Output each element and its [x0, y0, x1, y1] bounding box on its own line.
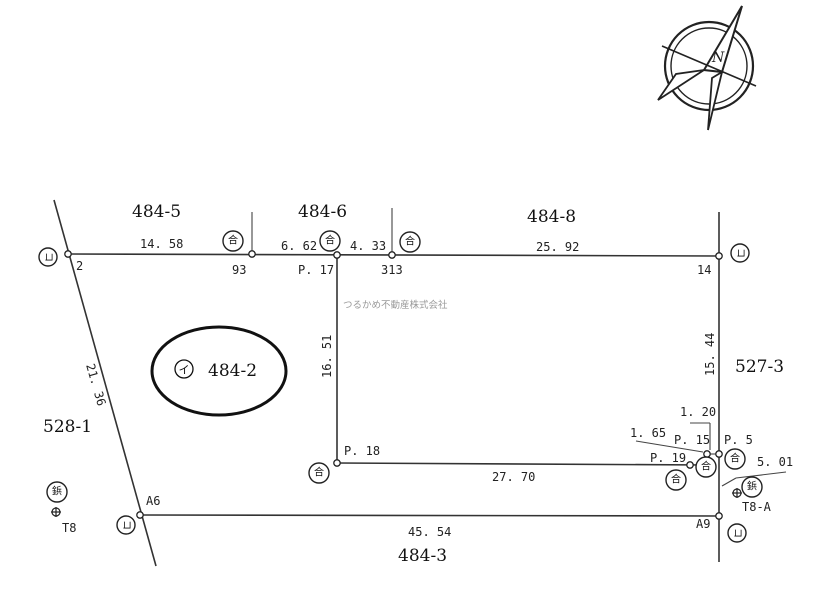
ko-marker-icon: コ	[38, 247, 58, 267]
parcel-527-3-label: 527-3	[735, 357, 784, 377]
svg-text:コ: コ	[43, 252, 54, 262]
survey-target-icon	[732, 488, 742, 498]
svg-text:コ: コ	[732, 528, 743, 538]
go-marker-icon: 合	[695, 456, 717, 478]
distance-6-62: 6. 62	[281, 239, 317, 253]
distance-45-54: 45. 54	[408, 525, 451, 539]
tetsu-marker-icon: 鋲	[741, 476, 763, 498]
north-arrow-icon: N	[657, 5, 757, 131]
svg-text:合: 合	[671, 473, 681, 486]
distance-15-44: 15. 44	[703, 333, 717, 376]
parcel-boundaries	[53, 199, 787, 567]
go-marker-icon: 合	[724, 448, 746, 470]
point-14-label: 14	[697, 263, 711, 277]
svg-text:合: 合	[405, 235, 415, 248]
go-marker-icon: 合	[665, 469, 687, 491]
parcel-484-8-label: 484-8	[527, 207, 576, 227]
svg-text:コ: コ	[735, 248, 746, 258]
go-marker-icon: 合	[399, 231, 421, 253]
svg-text:合: 合	[314, 466, 324, 479]
svg-text:鋲: 鋲	[52, 485, 62, 498]
left-boundary-line	[53, 199, 157, 567]
parcel-484-6-label: 484-6	[298, 202, 347, 222]
parcel-528-1-label: 528-1	[43, 417, 92, 437]
leader-501	[721, 477, 737, 487]
point-a6-label: A6	[146, 494, 160, 508]
point-p5-label: P. 5	[724, 433, 753, 447]
tetsu-marker-icon: 鋲	[46, 481, 68, 503]
svg-text:鋲: 鋲	[747, 480, 757, 493]
svg-text:合: 合	[325, 234, 335, 247]
subject-mark-icon: イ	[179, 364, 190, 377]
ko-marker-icon: コ	[727, 523, 747, 543]
point-p17-label: P. 17	[298, 263, 334, 277]
ko-marker-icon: コ	[116, 515, 136, 535]
distance-27-70: 27. 70	[492, 470, 535, 484]
ko-marker-icon: コ	[730, 243, 750, 263]
go-marker-icon: 合	[319, 230, 341, 252]
subject-parcel: イ 484-2	[150, 325, 288, 417]
watermark-text: つるかめ不動産株式会社	[343, 299, 448, 311]
go-marker-icon: 合	[308, 462, 330, 484]
inner-horizontal-line	[336, 462, 708, 466]
leader-165	[635, 440, 704, 453]
point-a9-label: A9	[696, 517, 710, 531]
svg-text:コ: コ	[121, 520, 132, 530]
svg-text:合: 合	[701, 460, 711, 473]
subject-parcel-label: 484-2	[208, 361, 257, 381]
distance-25-92: 25. 92	[536, 240, 579, 254]
parcel-484-5-label: 484-5	[132, 202, 181, 222]
svg-text:合: 合	[730, 452, 740, 465]
parcel-484-3-label: 484-3	[398, 546, 447, 566]
point-t8-label: T8	[62, 521, 76, 535]
point-p19-label: P. 19	[650, 451, 686, 465]
distance-16-51: 16. 51	[320, 335, 334, 378]
point-313-label: 313	[381, 263, 403, 277]
boundary-points	[64, 250, 723, 520]
point-93-label: 93	[232, 263, 246, 277]
distance-14-58: 14. 58	[140, 237, 183, 251]
point-p18-label: P. 18	[344, 444, 380, 458]
survey-target-icon	[51, 507, 61, 517]
point-t8a-label: T8-A	[742, 500, 772, 514]
bottom-boundary-line	[139, 514, 720, 517]
go-marker-icon: 合	[222, 230, 244, 252]
leader-501-ext	[735, 471, 787, 479]
distance-4-33: 4. 33	[350, 239, 386, 253]
distance-1-20: 1. 20	[680, 405, 716, 419]
north-letter: N	[711, 50, 725, 66]
point-2-label: 2	[76, 259, 83, 273]
distance-5-01: 5. 01	[757, 455, 793, 469]
point-p15-label: P. 15	[674, 433, 710, 447]
svg-text:合: 合	[228, 234, 238, 247]
distance-1-65: 1. 65	[630, 426, 666, 440]
